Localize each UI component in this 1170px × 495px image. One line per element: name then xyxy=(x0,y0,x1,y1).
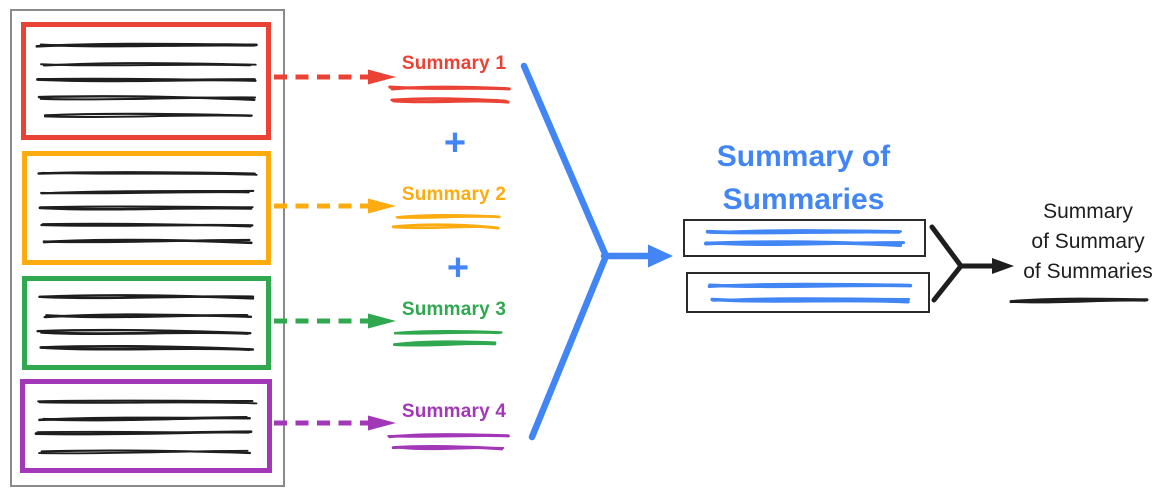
summary-4-scribble xyxy=(387,430,512,453)
summary-of-summaries-title-line-1: Summary of xyxy=(716,140,891,173)
summary-2-label: Summary 2 xyxy=(401,184,507,205)
document-chunk-3 xyxy=(22,276,271,370)
document-chunk-1 xyxy=(21,22,271,140)
chunk-3-text-scribble xyxy=(36,290,258,356)
summary-4-label: Summary 4 xyxy=(401,401,507,422)
summary-of-summaries-scribble-1 xyxy=(701,225,912,251)
arrowhead-icon xyxy=(368,415,396,431)
final-summary-scribble xyxy=(1008,294,1151,306)
arrowhead-icon xyxy=(648,244,673,268)
summary-2-scribble xyxy=(390,211,512,233)
chunk-1-to-summary-1-arrow xyxy=(274,69,396,85)
merge-summaries-arrow xyxy=(520,62,673,441)
summary-3-scribble xyxy=(388,327,510,349)
summary-of-summaries-title: Summary of Summaries xyxy=(681,135,926,221)
summary-1-label: Summary 1 xyxy=(401,53,507,74)
final-summary-title-line-1: Summary xyxy=(1043,200,1133,223)
document-chunk-4 xyxy=(20,379,272,473)
final-summary-title-line-3: of Summaries xyxy=(1023,260,1153,283)
chunk-4-to-summary-4-arrow xyxy=(274,415,396,431)
plus-operator-2: + xyxy=(446,247,470,289)
final-summary-title: Summary of Summary of Summaries xyxy=(1000,197,1170,287)
summary-1-scribble xyxy=(387,83,512,105)
final-summary-title-line-2: of Summary xyxy=(1031,230,1145,253)
summary-3-label: Summary 3 xyxy=(401,299,507,320)
summary-of-summaries-title-line-2: Summaries xyxy=(722,183,885,216)
summary-of-summaries-box-1 xyxy=(683,219,926,257)
source-document xyxy=(10,9,285,487)
chunk-2-to-summary-2-arrow xyxy=(274,198,396,214)
plus-operator-1: + xyxy=(443,122,467,164)
summary-of-summaries-scribble-2 xyxy=(704,278,916,307)
chunk-2-text-scribble xyxy=(37,165,258,251)
document-chunk-2 xyxy=(22,151,271,265)
chunk-1-text-scribble xyxy=(35,36,258,126)
summary-of-summaries-box-2 xyxy=(686,272,930,313)
chunk-4-text-scribble xyxy=(34,393,259,459)
chunk-3-to-summary-3-arrow xyxy=(274,313,396,329)
